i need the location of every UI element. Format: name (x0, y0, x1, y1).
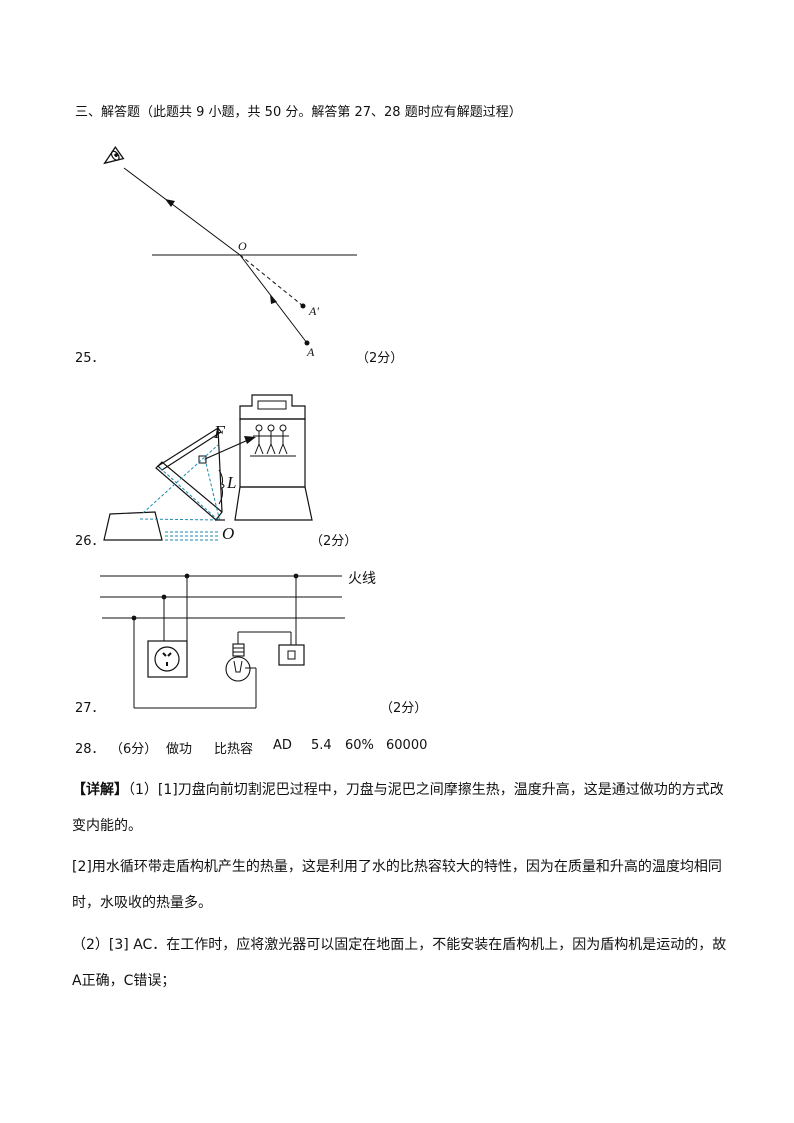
arrow-icon (244, 436, 256, 444)
label-a: A (307, 345, 315, 359)
point-a (304, 340, 310, 346)
cyan-dash (142, 444, 219, 514)
q28-answer: 5.4 (311, 738, 332, 753)
q28-number: 28． (75, 742, 105, 757)
cyan-dash (139, 518, 221, 521)
detail-title: 【详解】 (72, 782, 128, 798)
live-wire-label: 火线 (348, 571, 376, 587)
right-angle-mark (198, 455, 207, 464)
lamp-icon (225, 643, 251, 682)
detail-paragraph-1: 【详解】（1）[1]刀盘向前切割泥巴过程中，刀盘与泥巴之间摩擦生热，温度升高，这… (72, 772, 732, 844)
label-a-prime: A′ (309, 304, 319, 318)
figures-icon (253, 424, 289, 455)
socket-icon (147, 640, 188, 678)
switch-icon (278, 644, 305, 666)
q26-score: （2分） (310, 534, 358, 549)
q25-number: 25． (75, 351, 105, 366)
eye-icon (103, 145, 125, 165)
arrow-icon (165, 199, 175, 207)
reflected-ray (123, 167, 241, 256)
stall-roof (239, 394, 306, 420)
q28-answer: 做功 (166, 742, 193, 757)
force-f-line (204, 439, 249, 460)
stall-base (234, 486, 313, 521)
q27-score: （2分） (380, 701, 428, 716)
q25-score: （2分） (356, 351, 404, 366)
q28-score: （6分） (110, 742, 158, 757)
detail-paragraph-2: [2]用水循环带走盾构机产生的热量，这是利用了水的比热容较大的特性，因为在质量和… (72, 859, 722, 911)
cyan-dash (159, 467, 219, 521)
q28-answer: 60% (345, 738, 374, 753)
label-l: L (227, 473, 237, 492)
box-shape (103, 511, 163, 541)
detail-text: （1）[1]刀盘向前切割泥巴过程中，刀盘与泥巴之间摩擦生热，温度升高，这是通过做… (72, 782, 724, 834)
point-a-prime (300, 303, 306, 309)
label-f: F (214, 422, 225, 442)
q26-number: 26． (75, 534, 105, 549)
brace-mark (218, 469, 225, 505)
q27-number: 27． (75, 701, 105, 716)
arrow-icon (270, 294, 277, 304)
q28-answer: 60000 (386, 738, 428, 753)
arm-length-line (204, 458, 221, 523)
q28-answer: 比热容 (214, 742, 254, 757)
label-o: O (222, 524, 235, 543)
detail-paragraph-3: （2）[3] AC．在工作时，应将激光器可以固定在地面上，不能安装在盾构机上，因… (72, 937, 727, 989)
section-header: 三、解答题（此题共 9 小题，共 50 分。解答第 27、28 题时应有解题过程… (75, 105, 522, 120)
q28-answer: AD (273, 738, 292, 753)
label-o: O (238, 239, 247, 253)
stall-window (257, 400, 287, 410)
